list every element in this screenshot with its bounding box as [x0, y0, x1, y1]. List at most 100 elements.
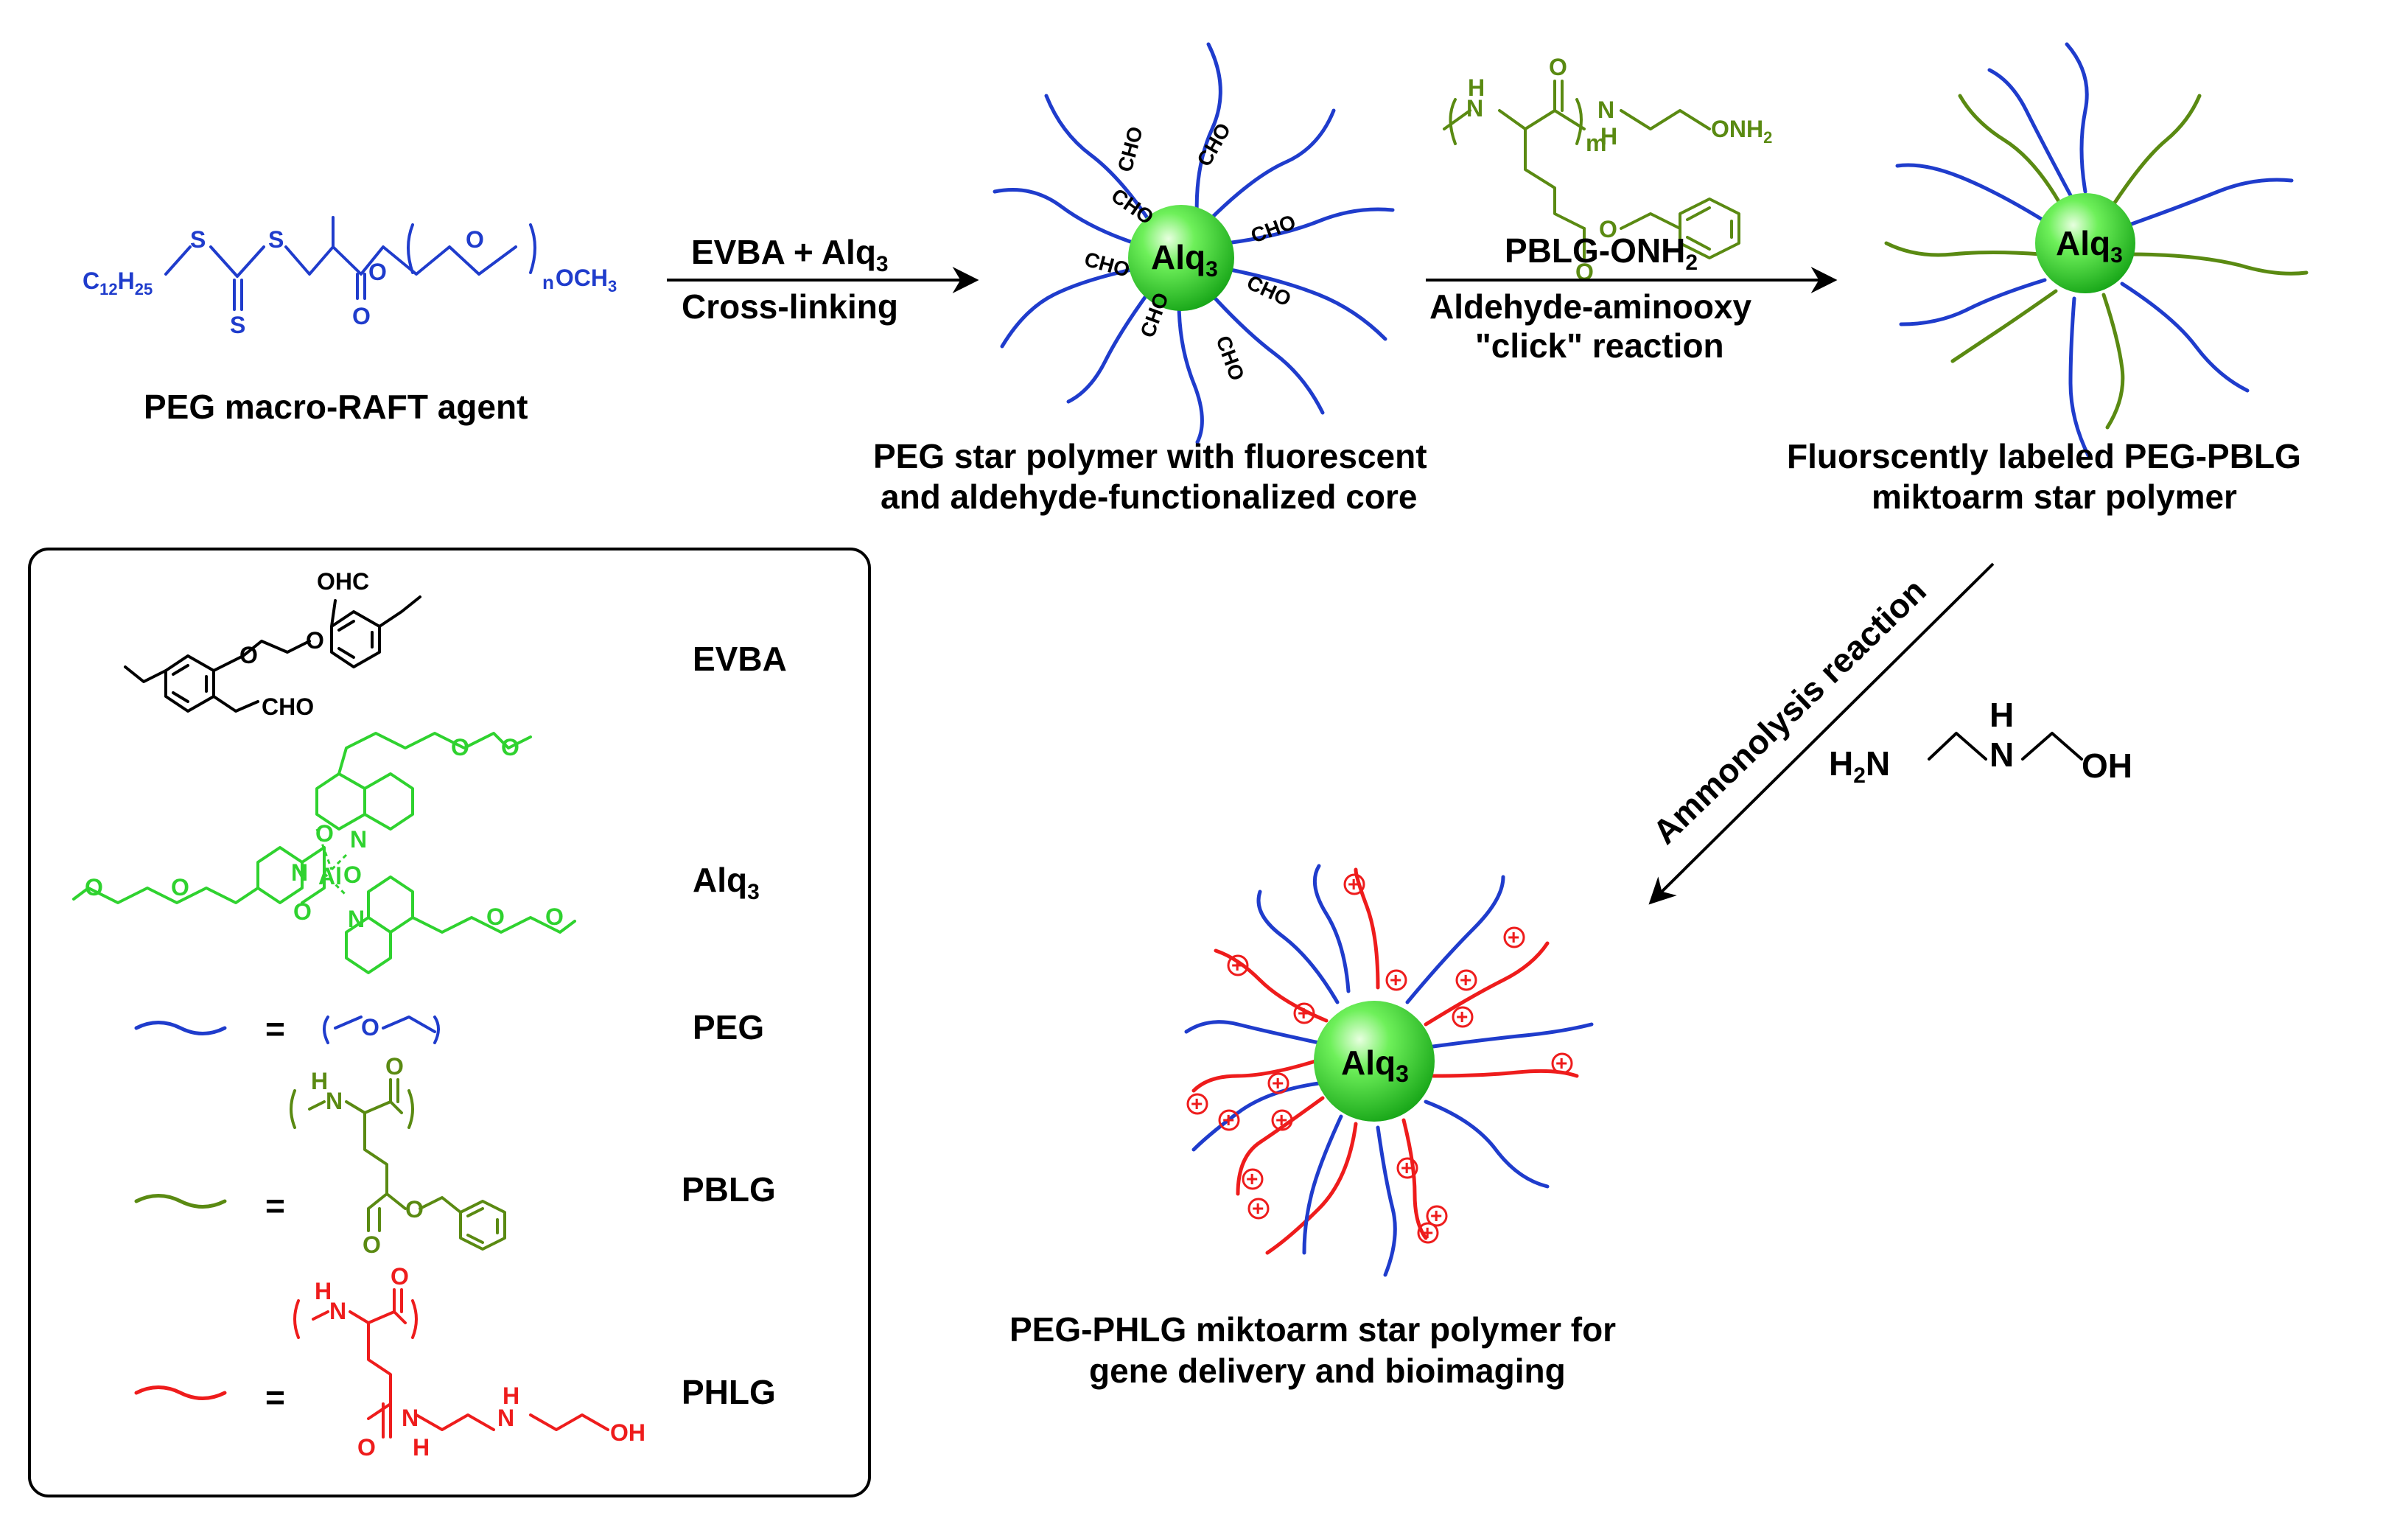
step2-reagent-label: PBLG-ONH2	[1505, 231, 1698, 275]
sulfur-1: S	[190, 226, 206, 253]
svg-text:N: N	[326, 1088, 343, 1114]
star1-caption-line2: and aldehyde-functionalized core	[881, 478, 1417, 516]
star3-core-label: Alq3	[1341, 1044, 1409, 1087]
svg-text:m: m	[1586, 130, 1606, 156]
svg-text:N: N	[402, 1405, 419, 1431]
sulfur-3: S	[230, 312, 245, 338]
svg-text:H: H	[311, 1068, 328, 1094]
svg-text:+: +	[1252, 1197, 1264, 1220]
peg-phlg-miktoarm-star: Alq3 ++ ++ ++ ++ ++ ++ ++ ++ +	[1184, 864, 1594, 1277]
svg-text:O: O	[1599, 216, 1617, 242]
legend-phlg-row: = N H O O N H N H OH PHLG	[134, 1263, 776, 1461]
svg-text:OH: OH	[2082, 747, 2132, 785]
legend-evba-label: EVBA	[693, 640, 787, 678]
svg-text:O: O	[239, 642, 258, 668]
svg-text:+: +	[1555, 1052, 1567, 1074]
legend-pblg-row: = N H O O O PBLG	[134, 1053, 776, 1258]
svg-text:N: N	[1597, 97, 1614, 123]
svg-text:O: O	[545, 903, 564, 930]
svg-text:=: =	[265, 1378, 285, 1416]
svg-text:O: O	[1549, 54, 1567, 80]
legend-pblg-label: PBLG	[682, 1170, 776, 1209]
svg-text:O: O	[451, 734, 469, 761]
svg-text:+: +	[1275, 1108, 1287, 1131]
star1-core-label: Alq3	[1151, 238, 1218, 282]
star2-caption-line2: miktoarm star polymer	[1872, 478, 2237, 516]
step2-conditions-line2: "click" reaction	[1475, 326, 1724, 365]
svg-text:N: N	[291, 859, 308, 886]
svg-text:O: O	[391, 1263, 409, 1290]
svg-text:CHO: CHO	[1243, 270, 1295, 310]
legend-alq3-label: Alq3	[693, 861, 760, 904]
legend-alq3-structure: O N Al N O O N O O O O O O	[72, 732, 576, 974]
svg-text:ONH2: ONH2	[1711, 116, 1772, 147]
svg-text:CHO: CHO	[1192, 119, 1235, 170]
svg-text:+: +	[1222, 1108, 1234, 1131]
svg-text:H: H	[315, 1278, 332, 1304]
svg-text:O: O	[466, 226, 484, 253]
svg-text:O: O	[306, 627, 324, 654]
svg-text:+: +	[1348, 873, 1359, 895]
svg-text:=: =	[265, 1010, 285, 1048]
svg-text:N: N	[1989, 735, 2014, 774]
step3-arrow	[1648, 562, 1995, 905]
svg-text:+: +	[1390, 968, 1401, 991]
svg-text:H2N: H2N	[1829, 744, 1890, 788]
svg-text:C12H25: C12H25	[83, 268, 153, 298]
svg-text:+: +	[1456, 1005, 1468, 1028]
svg-text:+: +	[1231, 954, 1243, 976]
svg-text:O: O	[385, 1053, 404, 1080]
svg-text:N: N	[348, 906, 365, 932]
svg-text:O: O	[357, 1434, 376, 1461]
svg-text:+: +	[1246, 1167, 1258, 1190]
svg-text:CHO: CHO	[1136, 290, 1173, 340]
svg-text:Al: Al	[318, 863, 342, 889]
svg-text:H: H	[1600, 123, 1617, 150]
svg-text:O: O	[293, 898, 312, 925]
svg-text:N: N	[350, 826, 367, 853]
svg-text:H: H	[1989, 696, 2014, 734]
legend-box: O O OHC CHO EVBA O N Al N O O N O O O O …	[28, 548, 871, 1497]
svg-text:+: +	[1460, 968, 1471, 991]
svg-text:O: O	[85, 874, 103, 901]
peg-macro-raft-caption: PEG macro-RAFT agent	[144, 388, 528, 426]
svg-text:+: +	[1191, 1092, 1203, 1115]
diethylenetriamine-ethanol-reagent: H2N H N OH	[1829, 696, 2132, 788]
legend-phlg-label: PHLG	[682, 1373, 776, 1411]
legend-evba-structure: O O OHC CHO	[124, 568, 421, 720]
svg-text:CHO: CHO	[262, 693, 314, 720]
legend-peg-row: = O PEG	[134, 1008, 764, 1048]
svg-text:+: +	[1401, 1156, 1413, 1179]
svg-text:CHO: CHO	[1211, 332, 1248, 383]
svg-text:H: H	[1468, 74, 1485, 101]
svg-text:O: O	[405, 1196, 424, 1223]
svg-text:O: O	[486, 903, 505, 930]
step1-conditions: Cross-linking	[682, 287, 898, 326]
svg-text:O: O	[501, 734, 519, 761]
peg-star-polymer: Alq3 CHO CHO CHO CHO CHO CHO CHO CHO	[993, 42, 1395, 444]
svg-text:nOCH3: nOCH3	[542, 265, 617, 296]
star1-caption-line1: PEG star polymer with fluorescent	[873, 437, 1427, 475]
svg-text:O: O	[171, 874, 189, 901]
svg-text:+: +	[1430, 1204, 1442, 1227]
svg-text:H: H	[503, 1383, 519, 1409]
svg-text:N: N	[329, 1298, 346, 1324]
star2-core-label: Alq3	[2056, 224, 2123, 268]
svg-text:O: O	[361, 1014, 379, 1041]
svg-text:=: =	[265, 1186, 285, 1225]
svg-text:CHO: CHO	[1247, 210, 1298, 247]
svg-text:+: +	[1298, 1002, 1309, 1024]
svg-text:OHC: OHC	[317, 568, 369, 595]
svg-text:+: +	[1421, 1221, 1433, 1244]
svg-text:O: O	[343, 861, 362, 888]
peg-macro-raft-structure: C12H25 S S S O O O nOCH3	[83, 216, 617, 338]
svg-text:H: H	[413, 1434, 430, 1461]
svg-text:O: O	[363, 1231, 381, 1258]
star3-caption-line2: gene delivery and bioimaging	[1089, 1352, 1566, 1390]
svg-text:CHO: CHO	[1113, 124, 1147, 174]
svg-text:N: N	[497, 1405, 514, 1431]
svg-text:OH: OH	[610, 1419, 645, 1446]
sulfur-2: S	[268, 226, 284, 253]
step2-conditions-line1: Aldehyde-aminooxy	[1429, 287, 1752, 326]
step1-reagents: EVBA + Alq3	[691, 233, 889, 276]
